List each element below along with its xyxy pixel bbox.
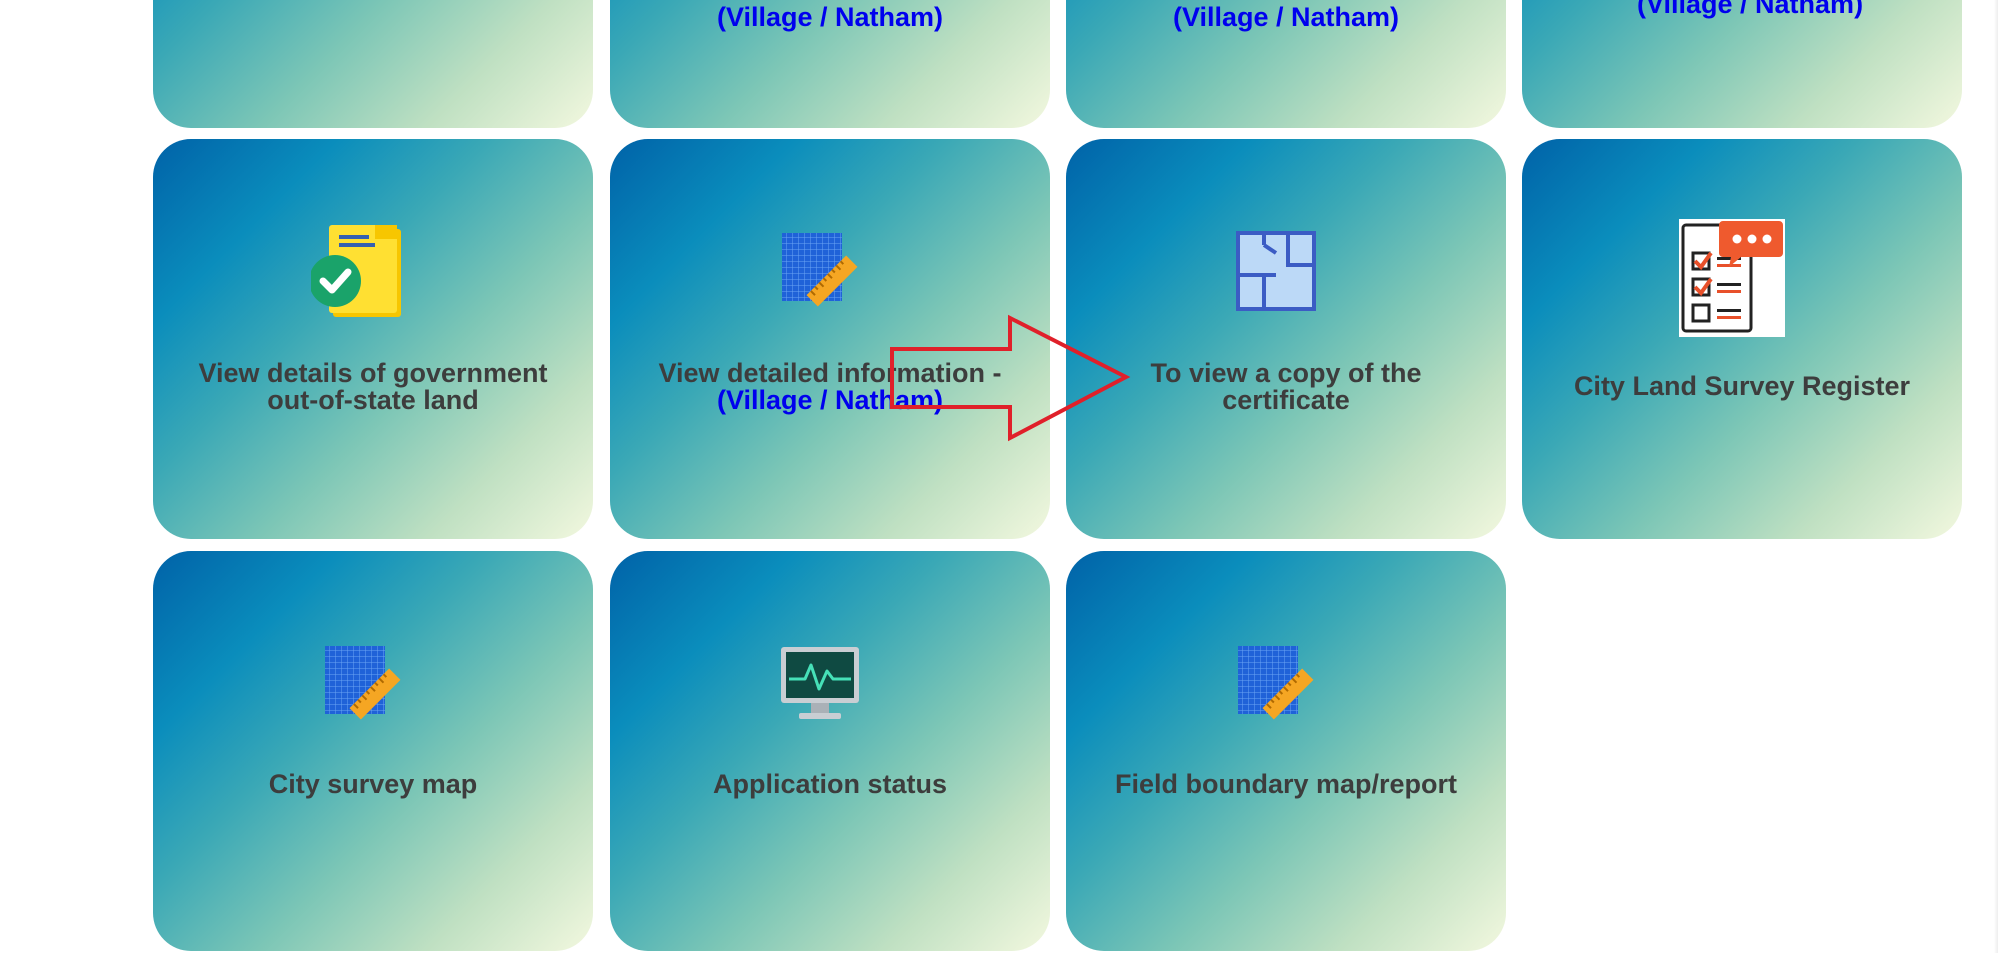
service-card-government-land[interactable]: View details of government out-of-state … bbox=[153, 139, 593, 539]
scrollbar-edge[interactable] bbox=[1994, 0, 1998, 953]
card-subtitle: (Village / Natham) bbox=[1172, 2, 1400, 32]
card-title: View details of government out-of-state … bbox=[198, 358, 548, 415]
card-subtitle: (Village / Natham) bbox=[1637, 0, 1864, 19]
red-arrow-icon bbox=[888, 314, 1134, 442]
card-title: City Land Survey Register bbox=[1573, 371, 1911, 401]
floor-plan-icon bbox=[1236, 231, 1316, 311]
monitor-pulse-icon bbox=[779, 645, 861, 723]
service-card-top-1[interactable] bbox=[153, 0, 593, 128]
service-card-top-2[interactable]: (Village / Natham) bbox=[610, 0, 1050, 128]
card-title: City survey map bbox=[268, 769, 478, 799]
card-title: To view a copy of the certificate bbox=[1150, 358, 1422, 415]
service-card-top-4[interactable]: (Village / Natham) bbox=[1522, 0, 1962, 128]
service-card-certificate-copy[interactable]: To view a copy of the certificate bbox=[1066, 139, 1506, 539]
blueprint-ruler-icon bbox=[323, 644, 403, 724]
service-card-city-survey-map[interactable]: City survey map bbox=[153, 551, 593, 951]
service-card-top-3[interactable]: (Village / Natham) bbox=[1066, 0, 1506, 128]
card-title-main: View detailed information - bbox=[658, 358, 1002, 388]
document-check-icon bbox=[311, 223, 411, 323]
card-title: Application status bbox=[712, 769, 948, 799]
card-subtitle: (Village / Natham) bbox=[716, 2, 944, 32]
service-card-application-status[interactable]: Application status bbox=[610, 551, 1050, 951]
service-card-detailed-information[interactable]: View detailed information - (Village / N… bbox=[610, 139, 1050, 539]
card-title: View detailed information - (Village / N… bbox=[630, 360, 1030, 414]
blueprint-ruler-icon bbox=[1236, 644, 1316, 724]
blueprint-ruler-icon bbox=[780, 231, 860, 311]
checklist-chat-icon bbox=[1679, 219, 1785, 337]
service-card-city-land-survey-register[interactable]: City Land Survey Register bbox=[1522, 139, 1962, 539]
service-card-field-boundary-map[interactable]: Field boundary map/report bbox=[1066, 551, 1506, 951]
card-title: Field boundary map/report bbox=[1114, 769, 1458, 799]
